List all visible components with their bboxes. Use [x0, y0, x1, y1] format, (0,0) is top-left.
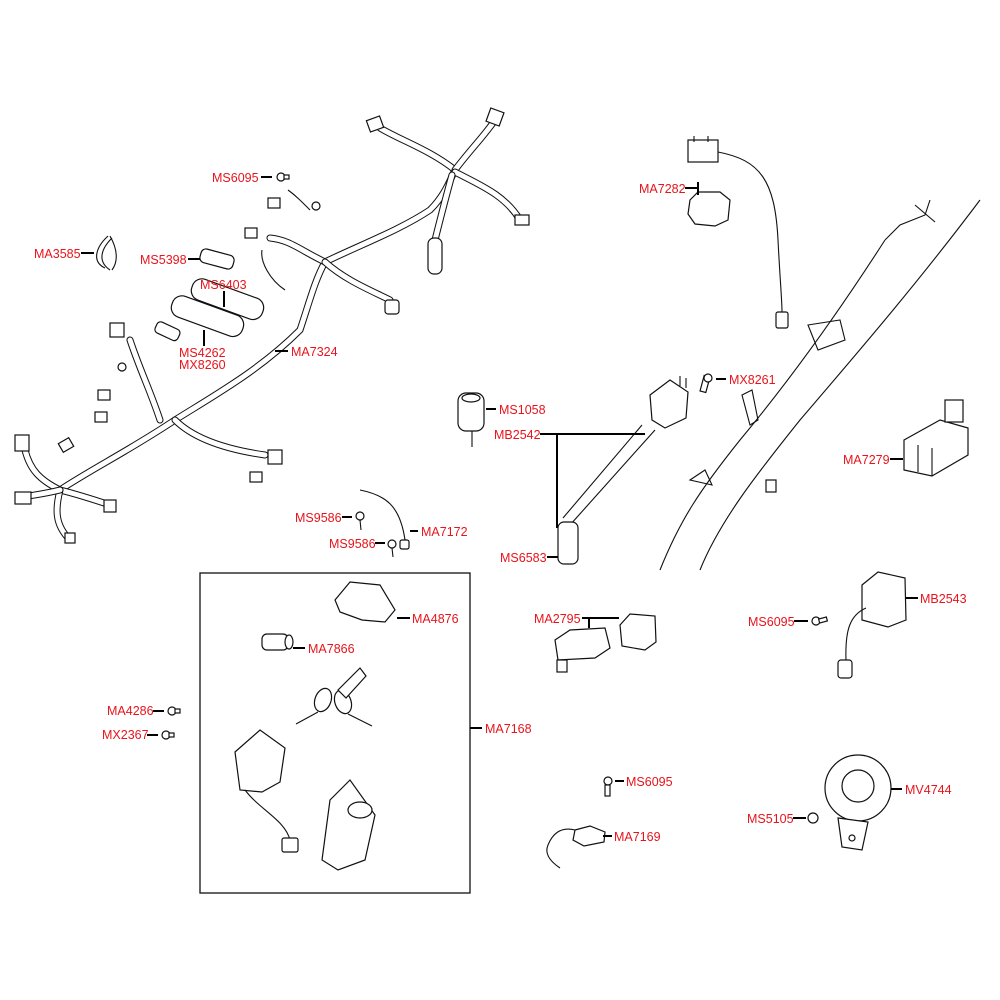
label-mx2367[interactable]: MX2367 — [102, 728, 149, 742]
screw-ms9586-a[interactable] — [355, 511, 365, 531]
bolt-ma4286[interactable] — [167, 706, 181, 716]
seat-lock-ma4876[interactable] — [334, 581, 396, 623]
starter-relay[interactable] — [687, 136, 789, 329]
label-ms9586-b[interactable]: MS9586 — [329, 537, 376, 551]
label-ms6095-top[interactable]: MS6095 — [212, 171, 259, 185]
label-ms4262[interactable]: MS4262 — [179, 346, 226, 360]
label-ma7324[interactable]: MA7324 — [291, 345, 338, 359]
label-ma3585[interactable]: MA3585 — [34, 247, 81, 261]
label-mb2542[interactable]: MB2542 — [494, 428, 541, 442]
relay-block-ma7279[interactable] — [903, 399, 969, 477]
screw-ms9586-b[interactable] — [387, 539, 397, 558]
ignition-coil-mb2542[interactable] — [557, 376, 689, 565]
nut-ms5105[interactable] — [807, 812, 819, 824]
steering-lock — [321, 779, 376, 871]
label-ma4286[interactable]: MA4286 — [107, 704, 154, 718]
label-ms6095-right[interactable]: MS6095 — [748, 615, 795, 629]
label-ms6403[interactable]: MS6403 — [200, 278, 247, 292]
label-ma7168[interactable]: MA7168 — [485, 722, 532, 736]
control-unit-ma2795[interactable] — [554, 613, 657, 673]
label-mb2543[interactable]: MB2543 — [920, 592, 967, 606]
wire-harness[interactable] — [14, 107, 530, 544]
fuse-cover-ms5398[interactable] — [199, 248, 235, 270]
cable-ma7172[interactable] — [359, 489, 410, 550]
label-mx8261[interactable]: MX8261 — [729, 373, 776, 387]
lock-cylinder-ma7866[interactable] — [261, 633, 294, 651]
lock-set-box — [199, 572, 471, 894]
label-ms1058[interactable]: MS1058 — [499, 403, 546, 417]
label-ma7866[interactable]: MA7866 — [308, 642, 355, 656]
ignition-switch — [234, 729, 299, 853]
label-mx8260[interactable]: MX8260 — [179, 358, 226, 372]
label-ms9586-a[interactable]: MS9586 — [295, 511, 342, 525]
label-ma4876[interactable]: MA4876 — [412, 612, 459, 626]
label-ma7279[interactable]: MA7279 — [843, 453, 890, 467]
bolt-ms6095-right[interactable] — [811, 616, 829, 626]
horn-mv4744[interactable] — [824, 754, 892, 851]
sensor-ma7169[interactable] — [546, 825, 606, 869]
vehicle-frame — [659, 199, 981, 571]
ignition-coil-cap-ms1058[interactable] — [457, 392, 485, 447]
label-ms6095-bottom[interactable]: MS6095 — [626, 775, 673, 789]
regulator-mb2543[interactable] — [837, 571, 907, 679]
leader-lines — [81, 176, 918, 837]
label-ms5105[interactable]: MS5105 — [747, 812, 794, 826]
label-ms5398[interactable]: MS5398 — [140, 253, 187, 267]
bolt-mx8261[interactable] — [699, 373, 713, 394]
bolt-ms6095-top[interactable] — [276, 172, 290, 182]
label-mv4744[interactable]: MV4744 — [905, 783, 952, 797]
label-ms6583[interactable]: MS6583 — [500, 551, 547, 565]
label-ma7169[interactable]: MA7169 — [614, 830, 661, 844]
bolt-ms6095-bottom[interactable] — [603, 776, 613, 797]
label-ma7172[interactable]: MA7172 — [421, 525, 468, 539]
cable-clamp-ma3585[interactable] — [96, 235, 117, 271]
bolt-mx2367[interactable] — [161, 730, 175, 740]
label-ma2795[interactable]: MA2795 — [534, 612, 581, 626]
keys — [295, 667, 373, 727]
label-ma7282[interactable]: MA7282 — [639, 182, 686, 196]
